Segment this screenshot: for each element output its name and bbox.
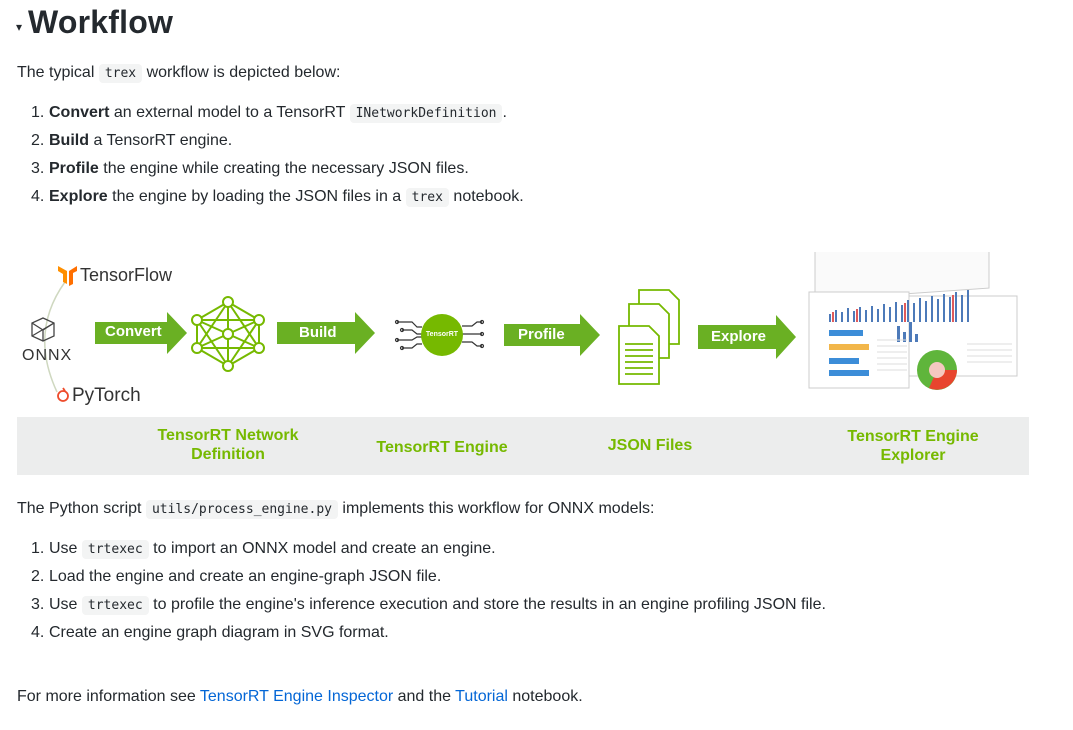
arrow-label-profile: Profile: [518, 326, 565, 343]
onnx-icon: [31, 317, 55, 342]
network-definition-icon: [191, 296, 265, 372]
step-text: the engine by loading the JSON files in …: [107, 188, 406, 205]
more-info-text-middle: and the: [393, 688, 456, 705]
caption-engine-explorer: TensorRT Engine Explorer: [833, 427, 993, 465]
caption-line: TensorRT Network: [157, 427, 299, 444]
caption-band: [17, 417, 1029, 475]
list-item: 2.Build a TensorRT engine.: [31, 127, 524, 155]
arrow-label-convert: Convert: [105, 323, 162, 340]
tensorrt-engine-inspector-link[interactable]: TensorRT Engine Inspector: [199, 688, 394, 705]
tensorrt-engine-icon: [394, 319, 485, 351]
list-item: 2.Load the engine and create an engine-g…: [31, 563, 826, 591]
list-number: 4.: [31, 624, 45, 641]
step-text: the engine while creating the necessary …: [98, 160, 469, 177]
arrow-label-build: Build: [299, 324, 337, 341]
inline-code: trtexec: [81, 540, 149, 559]
list-item: 4.Explore the engine by loading the JSON…: [31, 183, 524, 211]
list-number: 1.: [31, 104, 45, 121]
inline-code: trex: [98, 64, 143, 83]
script-steps-list: 1.Use trtexec to import an ONNX model an…: [17, 535, 826, 647]
list-item: 3.Use trtexec to profile the engine's in…: [31, 591, 826, 619]
caption-line: TensorRT Engine: [847, 428, 979, 445]
more-info-text: For more information see: [17, 688, 200, 705]
step-text: Load the engine and create an engine-gra…: [49, 568, 442, 585]
more-info-paragraph: For more information see TensorRT Engine…: [17, 688, 583, 706]
step-keyword: Convert: [49, 104, 110, 121]
engine-explorer-screenshot-icon: [808, 252, 1018, 390]
step-keyword: Profile: [49, 160, 99, 177]
script-text-end: implements this workflow for ONNX models…: [337, 500, 655, 517]
caption-json-files: JSON Files: [607, 437, 693, 454]
step-text: Create an engine graph diagram in SVG fo…: [49, 624, 389, 641]
pytorch-label: PyTorch: [72, 385, 141, 406]
arrow-explore: [698, 315, 796, 359]
workflow-diagram: TensorFlow ONNX PyTorch Convert Build Pr…: [17, 252, 1029, 476]
list-number: 2.: [31, 568, 45, 585]
intro-text: The typical: [17, 64, 99, 81]
section-heading: ▾ Workflow: [16, 4, 173, 41]
inline-code: trex: [405, 188, 449, 207]
caption-line: Explorer: [880, 447, 946, 464]
page-title: Workflow: [28, 4, 174, 40]
pytorch-icon: [57, 387, 69, 402]
list-item: 4.Create an engine graph diagram in SVG …: [31, 619, 826, 647]
step-text: Use: [49, 596, 82, 613]
step-text-end: notebook.: [448, 188, 524, 205]
caption-tensorrt-engine: TensorRT Engine: [376, 439, 508, 456]
tensorflow-label: TensorFlow: [80, 265, 173, 285]
arrow-build: [277, 312, 375, 354]
step-text: Use: [49, 540, 82, 557]
inline-code: utils/process_engine.py: [145, 500, 338, 519]
step-text-end: to profile the engine's inference execut…: [148, 596, 826, 613]
step-text-end: to import an ONNX model and create an en…: [148, 540, 496, 557]
onnx-label: ONNX: [22, 347, 73, 364]
list-number: 2.: [31, 132, 45, 149]
engine-badge-label: TensorRT: [425, 331, 459, 338]
json-files-icon: [618, 289, 680, 385]
script-paragraph: The Python script utils/process_engine.p…: [17, 500, 655, 519]
tutorial-link[interactable]: Tutorial: [455, 688, 508, 705]
script-text: The Python script: [17, 500, 146, 517]
inline-code: INetworkDefinition: [349, 104, 503, 123]
tensorrt-badge: [421, 314, 463, 356]
inline-code: trtexec: [81, 596, 149, 615]
collapse-caret-icon[interactable]: ▾: [16, 19, 23, 34]
step-text-end: .: [502, 104, 507, 121]
step-text: an external model to a TensorRT: [109, 104, 350, 121]
diagram-graphics: [31, 252, 1018, 402]
list-item: 1.Use trtexec to import an ONNX model an…: [31, 535, 826, 563]
list-item: 3.Profile the engine while creating the …: [31, 155, 524, 183]
more-info-text-end: notebook.: [507, 688, 583, 705]
list-number: 4.: [31, 188, 45, 205]
arrow-profile: [504, 314, 600, 356]
step-text: a TensorRT engine.: [89, 132, 233, 149]
step-keyword: Build: [49, 132, 89, 149]
list-number: 3.: [31, 160, 45, 177]
list-number: 1.: [31, 540, 45, 557]
caption-network-definition: TensorRT Network Definition: [148, 426, 308, 464]
framework-bracket: [44, 281, 66, 393]
arrow-convert: [95, 312, 187, 354]
caption-line: Definition: [191, 446, 265, 463]
workflow-steps-list: 1.Convert an external model to a TensorR…: [17, 99, 524, 211]
step-keyword: Explore: [49, 188, 108, 205]
arrow-label-explore: Explore: [711, 328, 767, 345]
tensorflow-icon: [58, 266, 77, 286]
intro-text-end: workflow is depicted below:: [142, 64, 341, 81]
list-item: 1.Convert an external model to a TensorR…: [31, 99, 524, 127]
intro-paragraph: The typical trex workflow is depicted be…: [17, 64, 341, 83]
list-number: 3.: [31, 596, 45, 613]
